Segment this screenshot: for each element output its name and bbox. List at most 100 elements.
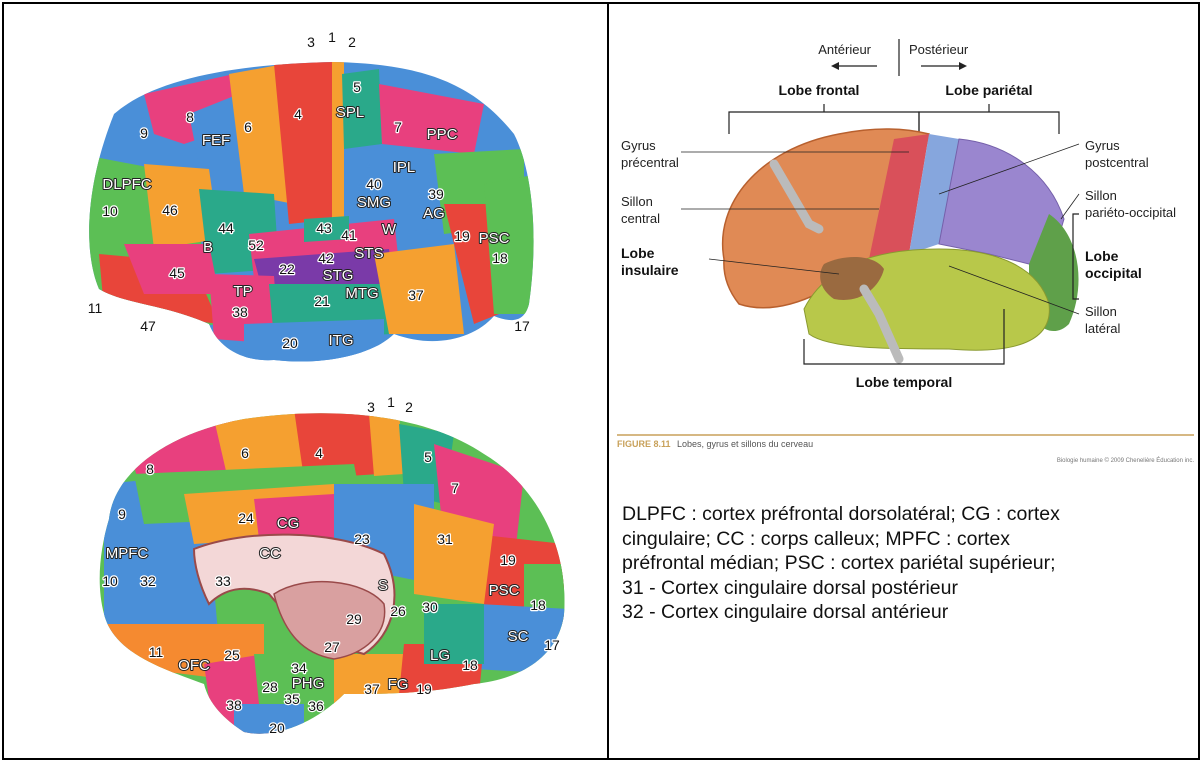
- brodmann-area-label: 6: [241, 445, 249, 461]
- brodmann-area-label: 33: [215, 573, 231, 589]
- brodmann-area-label: FG: [388, 676, 409, 693]
- brodmann-area-label: 10: [102, 573, 118, 589]
- brodmann-area-label: 17: [544, 637, 560, 653]
- brodmann-area-label: 1: [387, 394, 395, 410]
- brodmann-area-label: 41: [341, 227, 357, 243]
- central-line2: central: [621, 211, 660, 226]
- postcentral-line1: Gyrus: [1085, 138, 1120, 153]
- anterior-label: Antérieur: [818, 42, 871, 57]
- brodmann-area-label: 5: [424, 449, 432, 465]
- figure-number: FIGURE 8.11: [617, 439, 671, 449]
- brodmann-area-label: B: [203, 239, 213, 256]
- brodmann-area-label: PHG: [292, 675, 325, 692]
- brodmann-area-label: 40: [366, 176, 382, 192]
- posterior-label: Postérieur: [909, 42, 969, 57]
- brodmann-area-label: 29: [346, 611, 362, 627]
- brodmann-area-label: 46: [162, 202, 178, 218]
- posterior-arrowhead: [959, 62, 967, 70]
- brodmann-area-label: 18: [530, 597, 546, 613]
- brodmann-area-label: 27: [324, 639, 340, 655]
- postcentral-line2: postcentral: [1085, 155, 1149, 170]
- caption-line: 31 - Cortex cingulaire dorsal postérieur: [622, 576, 1182, 601]
- brodmann-area-label: 11: [149, 644, 164, 660]
- parietal-lobe-label: Lobe pariétal: [945, 82, 1032, 98]
- brodmann-area-label: 37: [364, 681, 380, 697]
- brodmann-area-label: 44: [218, 220, 234, 236]
- brodmann-area-label: DLPFC: [102, 176, 151, 193]
- brodmann-area-label: CG: [277, 515, 300, 532]
- brodmann-area-label: 20: [282, 335, 298, 351]
- brodmann-area-label: 1: [328, 29, 336, 45]
- brodmann-area-label: 31: [437, 531, 453, 547]
- brodmann-area-label: CC: [259, 545, 281, 562]
- brodmann-area-label: 45: [169, 265, 185, 281]
- brodmann-area-label: 25: [224, 647, 240, 663]
- lateral-line1: Sillon: [1085, 304, 1117, 319]
- brodmann-area-label: AG: [423, 205, 445, 222]
- parieto-line1: Sillon: [1085, 188, 1117, 203]
- brodmann-area-label: 36: [308, 698, 324, 714]
- brodmann-area-label: 9: [118, 506, 126, 522]
- brodmann-area-label: 26: [390, 603, 406, 619]
- brodmann-area-label: 7: [451, 480, 459, 496]
- lobes-diagram: Antérieur Postérieur Lobe frontal Lobe p…: [609, 4, 1199, 484]
- brodmann-area-label: 7: [394, 119, 402, 135]
- brodmann-area-label: 24: [238, 510, 254, 526]
- brodmann-area-label: FEF: [202, 132, 230, 149]
- insular-line2: insulaire: [621, 262, 679, 278]
- occipital-line1: Lobe: [1085, 248, 1119, 264]
- brodmann-area-label: 32: [140, 573, 156, 589]
- brodmann-area-label: 38: [232, 304, 248, 320]
- brodmann-area-label: 18: [462, 657, 478, 673]
- brodmann-area-label: 8: [146, 461, 154, 477]
- insular-line1: Lobe: [621, 245, 655, 261]
- brodmann-area-label: 6: [244, 119, 252, 135]
- brodmann-area-label: 17: [514, 318, 530, 334]
- brodmann-area-label: ITG: [329, 332, 354, 349]
- brodmann-area-label: STG: [323, 267, 354, 284]
- brodmann-area-label: 4: [294, 106, 302, 122]
- brodmann-area-label: PPC: [427, 126, 458, 143]
- parietal-bracket: [919, 104, 1059, 134]
- brodmann-area-label: 30: [422, 599, 438, 615]
- caption-line: DLPFC : cortex préfrontal dorsolatéral; …: [622, 502, 1182, 527]
- brodmann-area-label: 35: [284, 691, 300, 707]
- lateral-line2: latéral: [1085, 321, 1121, 336]
- brodmann-area-label: S: [378, 577, 388, 594]
- brodmann-area-label: 9: [140, 125, 148, 141]
- precentral-line1: Gyrus: [621, 138, 656, 153]
- brodmann-area-label: 19: [416, 681, 432, 697]
- brodmann-area-label: 2: [348, 34, 356, 50]
- brodmann-area-label: 4: [315, 445, 323, 461]
- brodmann-area-label: 22: [279, 261, 295, 277]
- brodmann-area-label: 2: [405, 399, 413, 415]
- brodmann-area-label: 3: [367, 399, 375, 415]
- brodmann-area-label: 37: [408, 287, 424, 303]
- brodmann-area-label: 21: [314, 293, 330, 309]
- brodmann-area-label: 39: [428, 186, 444, 202]
- brodmann-area-label: 11: [88, 300, 103, 316]
- brodmann-area-label: 38: [226, 697, 242, 713]
- precentral-line2: précentral: [621, 155, 679, 170]
- caption-line: 32 - Cortex cingulaire dorsal antérieur: [622, 600, 1182, 625]
- brodmann-area-label: SPL: [336, 104, 364, 121]
- brodmann-area-label: 3: [307, 34, 315, 50]
- brodmann-area-label: 20: [269, 720, 285, 736]
- frontal-lobe-label: Lobe frontal: [779, 82, 860, 98]
- brodmann-area-label: 42: [318, 250, 334, 266]
- figure-title: Lobes, gyrus et sillons du cerveau: [677, 439, 813, 449]
- caption-line: préfrontal médian; PSC : cortex pariétal…: [622, 551, 1182, 576]
- parieto-line2: pariéto-occipital: [1085, 205, 1176, 220]
- brodmann-area-label: 18: [492, 250, 508, 266]
- brodmann-area-label: TP: [233, 283, 252, 300]
- anterior-arrowhead: [831, 62, 839, 70]
- brodmann-area-label: 8: [186, 109, 194, 125]
- brodmann-area-label: OFC: [178, 657, 210, 674]
- brodmann-area-label: 10: [102, 203, 118, 219]
- brodmann-area-label: PSC: [479, 230, 510, 247]
- brodmann-area-label: 19: [454, 228, 470, 244]
- brodmann-area-label: MTG: [345, 285, 378, 302]
- caption-line: cingulaire; CC : corps calleux; MPFC : c…: [622, 527, 1182, 552]
- brodmann-area-label: SC: [508, 628, 529, 645]
